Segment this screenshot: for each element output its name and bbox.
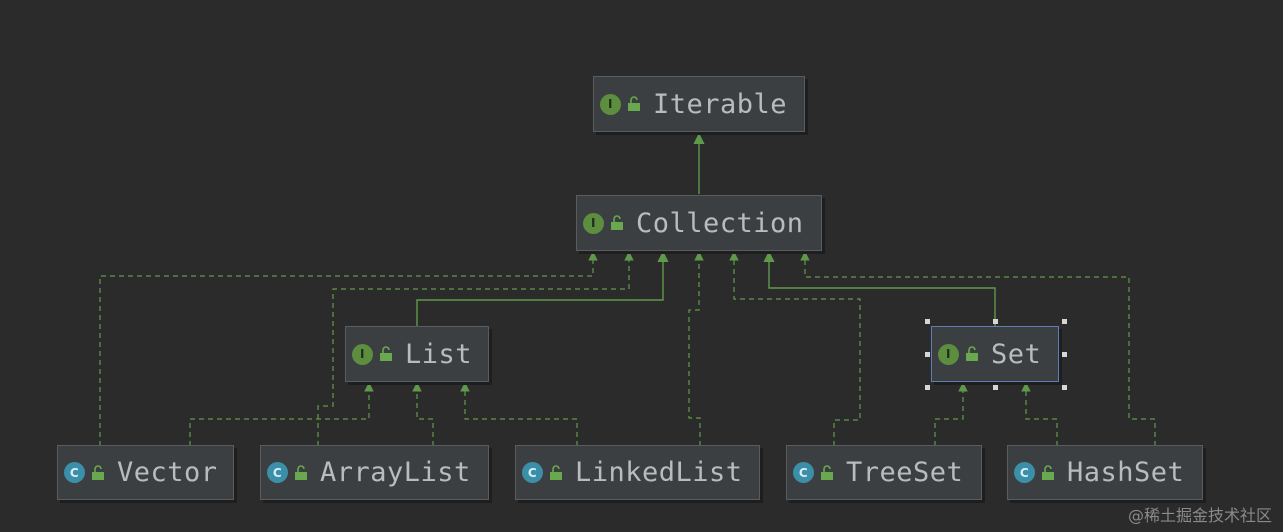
class-badge-icon: C [267, 462, 288, 483]
edge-linkedlist-collection [688, 251, 704, 446]
interface-badge-icon: I [938, 343, 959, 365]
edge-list-collection [416, 250, 669, 326]
node-vector[interactable]: C Vector [57, 445, 234, 500]
resize-handle-middle-right[interactable] [1062, 352, 1067, 357]
node-collection[interactable]: I Collection [576, 195, 822, 251]
public-lock-icon [1042, 464, 1054, 480]
class-badge-icon: C [64, 462, 85, 483]
edge-set-collection [763, 250, 996, 326]
node-hashset[interactable]: C HashSet [1007, 445, 1203, 500]
public-lock-icon [966, 346, 978, 361]
public-lock-icon [628, 96, 640, 111]
class-badge-icon: C [522, 462, 543, 483]
node-treeset[interactable]: C TreeSet [786, 445, 982, 500]
node-label: List [405, 338, 473, 370]
edge-hashset-collection [800, 251, 1156, 446]
resize-handle-top-right[interactable] [1062, 319, 1067, 324]
resize-handle-bottom-middle[interactable] [993, 385, 998, 390]
edge-vector-collection [99, 251, 598, 446]
public-lock-icon [821, 464, 833, 480]
edge-vector-list [189, 382, 374, 446]
interface-badge-icon: I [600, 93, 621, 115]
edge-treeset-set [934, 382, 968, 446]
public-lock-icon [295, 464, 307, 480]
node-iterable[interactable]: I Iterable [593, 76, 805, 132]
class-badge-icon: C [1014, 462, 1035, 483]
public-lock-icon [550, 464, 562, 480]
resize-handle-bottom-right[interactable] [1062, 385, 1067, 390]
node-label: ArrayList [320, 457, 471, 488]
node-label: HashSet [1067, 457, 1185, 488]
edge-treeset-collection [729, 251, 861, 446]
node-label: Set [991, 338, 1042, 370]
resize-handle-top-middle[interactable] [993, 319, 998, 324]
public-lock-icon [92, 464, 104, 480]
node-set[interactable]: I Set [931, 326, 1059, 382]
node-label: Vector [117, 457, 218, 488]
edge-linkedlist-list [460, 382, 578, 446]
public-lock-icon [380, 346, 392, 361]
public-lock-icon [611, 215, 623, 230]
interface-badge-icon: I [583, 212, 604, 234]
resize-handle-bottom-left[interactable] [925, 385, 930, 390]
watermark: @稀土掘金技术社区 [1127, 506, 1272, 525]
node-label: TreeSet [846, 457, 964, 488]
node-label: LinkedList [575, 457, 743, 488]
resize-handle-middle-left[interactable] [925, 352, 930, 357]
node-list[interactable]: I List [345, 326, 489, 382]
node-label: Iterable [653, 88, 788, 120]
interface-badge-icon: I [352, 343, 373, 365]
edge-arraylist-list [412, 382, 434, 446]
class-badge-icon: C [793, 462, 814, 483]
node-linkedlist[interactable]: C LinkedList [515, 445, 760, 500]
edge-hashset-set [1021, 382, 1058, 446]
node-label: Collection [636, 207, 804, 239]
resize-handle-top-left[interactable] [925, 319, 930, 324]
node-arraylist[interactable]: C ArrayList [260, 445, 489, 500]
